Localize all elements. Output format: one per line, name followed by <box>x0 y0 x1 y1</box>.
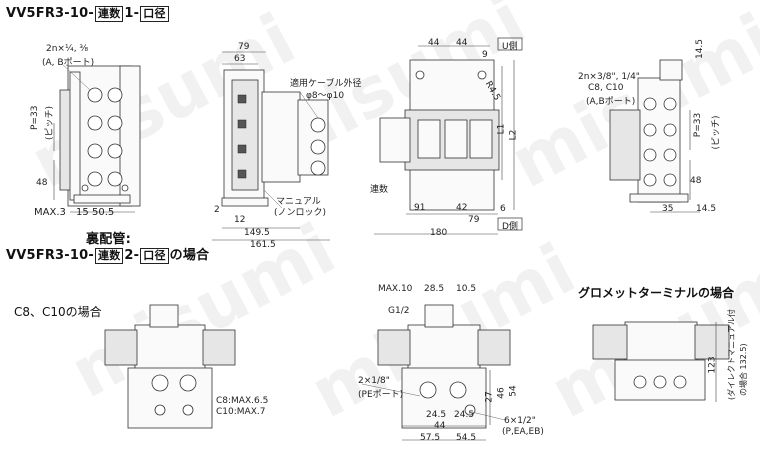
label-g1-2: G1/2 <box>388 306 410 316</box>
sub-title-prefix: 裏配管: <box>86 232 131 247</box>
label-d161-5: 161.5 <box>250 240 276 250</box>
label-c8-max: C8:MAX.6.5 <box>216 396 269 406</box>
label-c10-max: C10:MAX.7 <box>216 407 266 417</box>
label-manual-note: (ノンロック) <box>274 208 327 218</box>
label-p-note: (P,EA,EB) <box>502 427 544 437</box>
label-d91: 91 <box>414 203 426 213</box>
label-d24-5a: 24.5 <box>426 410 447 420</box>
sub-suffix: の場合 <box>169 248 210 263</box>
label-cable-dia: φ8～φ10 <box>306 91 345 101</box>
stations-box: 連数 <box>95 6 124 22</box>
label-d57-5: 57.5 <box>420 433 441 443</box>
label-pe-port: 2×1/8" <box>358 376 390 386</box>
view-top <box>374 37 523 235</box>
view-front-ports <box>53 63 141 213</box>
label-d44b: 44 <box>456 38 468 48</box>
label-d180: 180 <box>430 228 448 238</box>
label-d12: 12 <box>234 215 246 225</box>
label-d46: 46 <box>496 387 507 399</box>
sub-model-code: VV5FR3-10- <box>6 248 94 263</box>
label-port-ab-note: (A, Bポート) <box>42 58 95 68</box>
label-d14-5-top: 14.5 <box>695 38 706 60</box>
label-pe-note: (PEポート) <box>358 390 404 400</box>
label-d54-5: 54.5 <box>456 433 477 443</box>
label-manual: マニュアル <box>276 197 321 207</box>
label-port-c: 2n×3/8", 1/4" <box>578 72 640 82</box>
label-d63: 63 <box>234 54 246 64</box>
label-d6: 6 <box>500 204 506 214</box>
section-grommet-title: グロメットターミナルの場合 <box>578 286 735 300</box>
label-d35: 35 <box>662 204 674 214</box>
label-l1: L1 <box>496 123 507 135</box>
label-port-ab: 2n×¼, ⅜ <box>46 44 89 54</box>
view-side <box>212 51 330 241</box>
view-bottom-piping <box>361 304 511 441</box>
label-d2: 2 <box>214 205 220 215</box>
model-code: VV5FR3-10- <box>6 6 94 21</box>
port-size-box: 口径 <box>140 6 169 22</box>
view-c8 <box>104 304 236 429</box>
label-d14-5-bot: 14.5 <box>696 204 717 214</box>
label-cable: 適用ケーブル外径 <box>290 79 362 89</box>
label-port-c-note: (A,Bポート) <box>586 97 636 107</box>
label-d48-left: 48 <box>36 178 48 188</box>
label-d27: 27 <box>484 391 495 403</box>
label-grommet-note: (ダイレクトマニュアル付 <box>727 309 736 400</box>
label-max10: MAX.10 <box>378 284 413 294</box>
label-pitch-note: (ピッチ) <box>45 105 55 140</box>
view-grommet <box>592 321 730 402</box>
label-d123: 123 <box>707 356 718 374</box>
label-d15: 15 <box>76 207 89 218</box>
label-d28-5: 28.5 <box>424 284 445 294</box>
label-d10-5: 10.5 <box>456 284 477 294</box>
label-pitch-r: P=33 <box>693 112 704 138</box>
label-stations: 連数 <box>370 185 389 195</box>
sub-port-size-box: 口径 <box>140 248 169 264</box>
label-u-side: U側 <box>502 42 518 52</box>
label-l2: L2 <box>508 129 519 141</box>
label-d79-bot: 79 <box>468 215 480 225</box>
label-grommet-note2: の場合 132.5) <box>739 343 748 396</box>
label-d24-5b: 24.5 <box>454 410 475 420</box>
label-d48-r: 48 <box>690 176 702 186</box>
view-right-ports <box>609 59 700 213</box>
label-d9: 9 <box>482 50 488 60</box>
label-d50-5: 50.5 <box>92 207 115 218</box>
label-p-ports: 6×1/2" <box>504 416 536 426</box>
sub-stations-box: 連数 <box>95 248 124 264</box>
label-d42: 42 <box>456 203 468 213</box>
label-port-c-2: C8, C10 <box>588 83 624 93</box>
label-d-side: D側 <box>502 222 518 232</box>
label-pitch: P=33 <box>30 105 40 130</box>
section-c8-title: C8、C10の場合 <box>14 305 102 319</box>
sub-model-mid: 2- <box>124 248 140 263</box>
label-d44-bot: 44 <box>434 421 446 431</box>
label-d79-top: 79 <box>238 42 250 52</box>
label-d54: 54 <box>508 385 519 397</box>
label-pitch-r-note: (ピッチ) <box>711 115 722 150</box>
label-d149-5: 149.5 <box>244 228 270 238</box>
label-max3: MAX.3 <box>34 207 66 218</box>
label-d44a: 44 <box>428 38 440 48</box>
model-mid: 1- <box>124 6 140 21</box>
